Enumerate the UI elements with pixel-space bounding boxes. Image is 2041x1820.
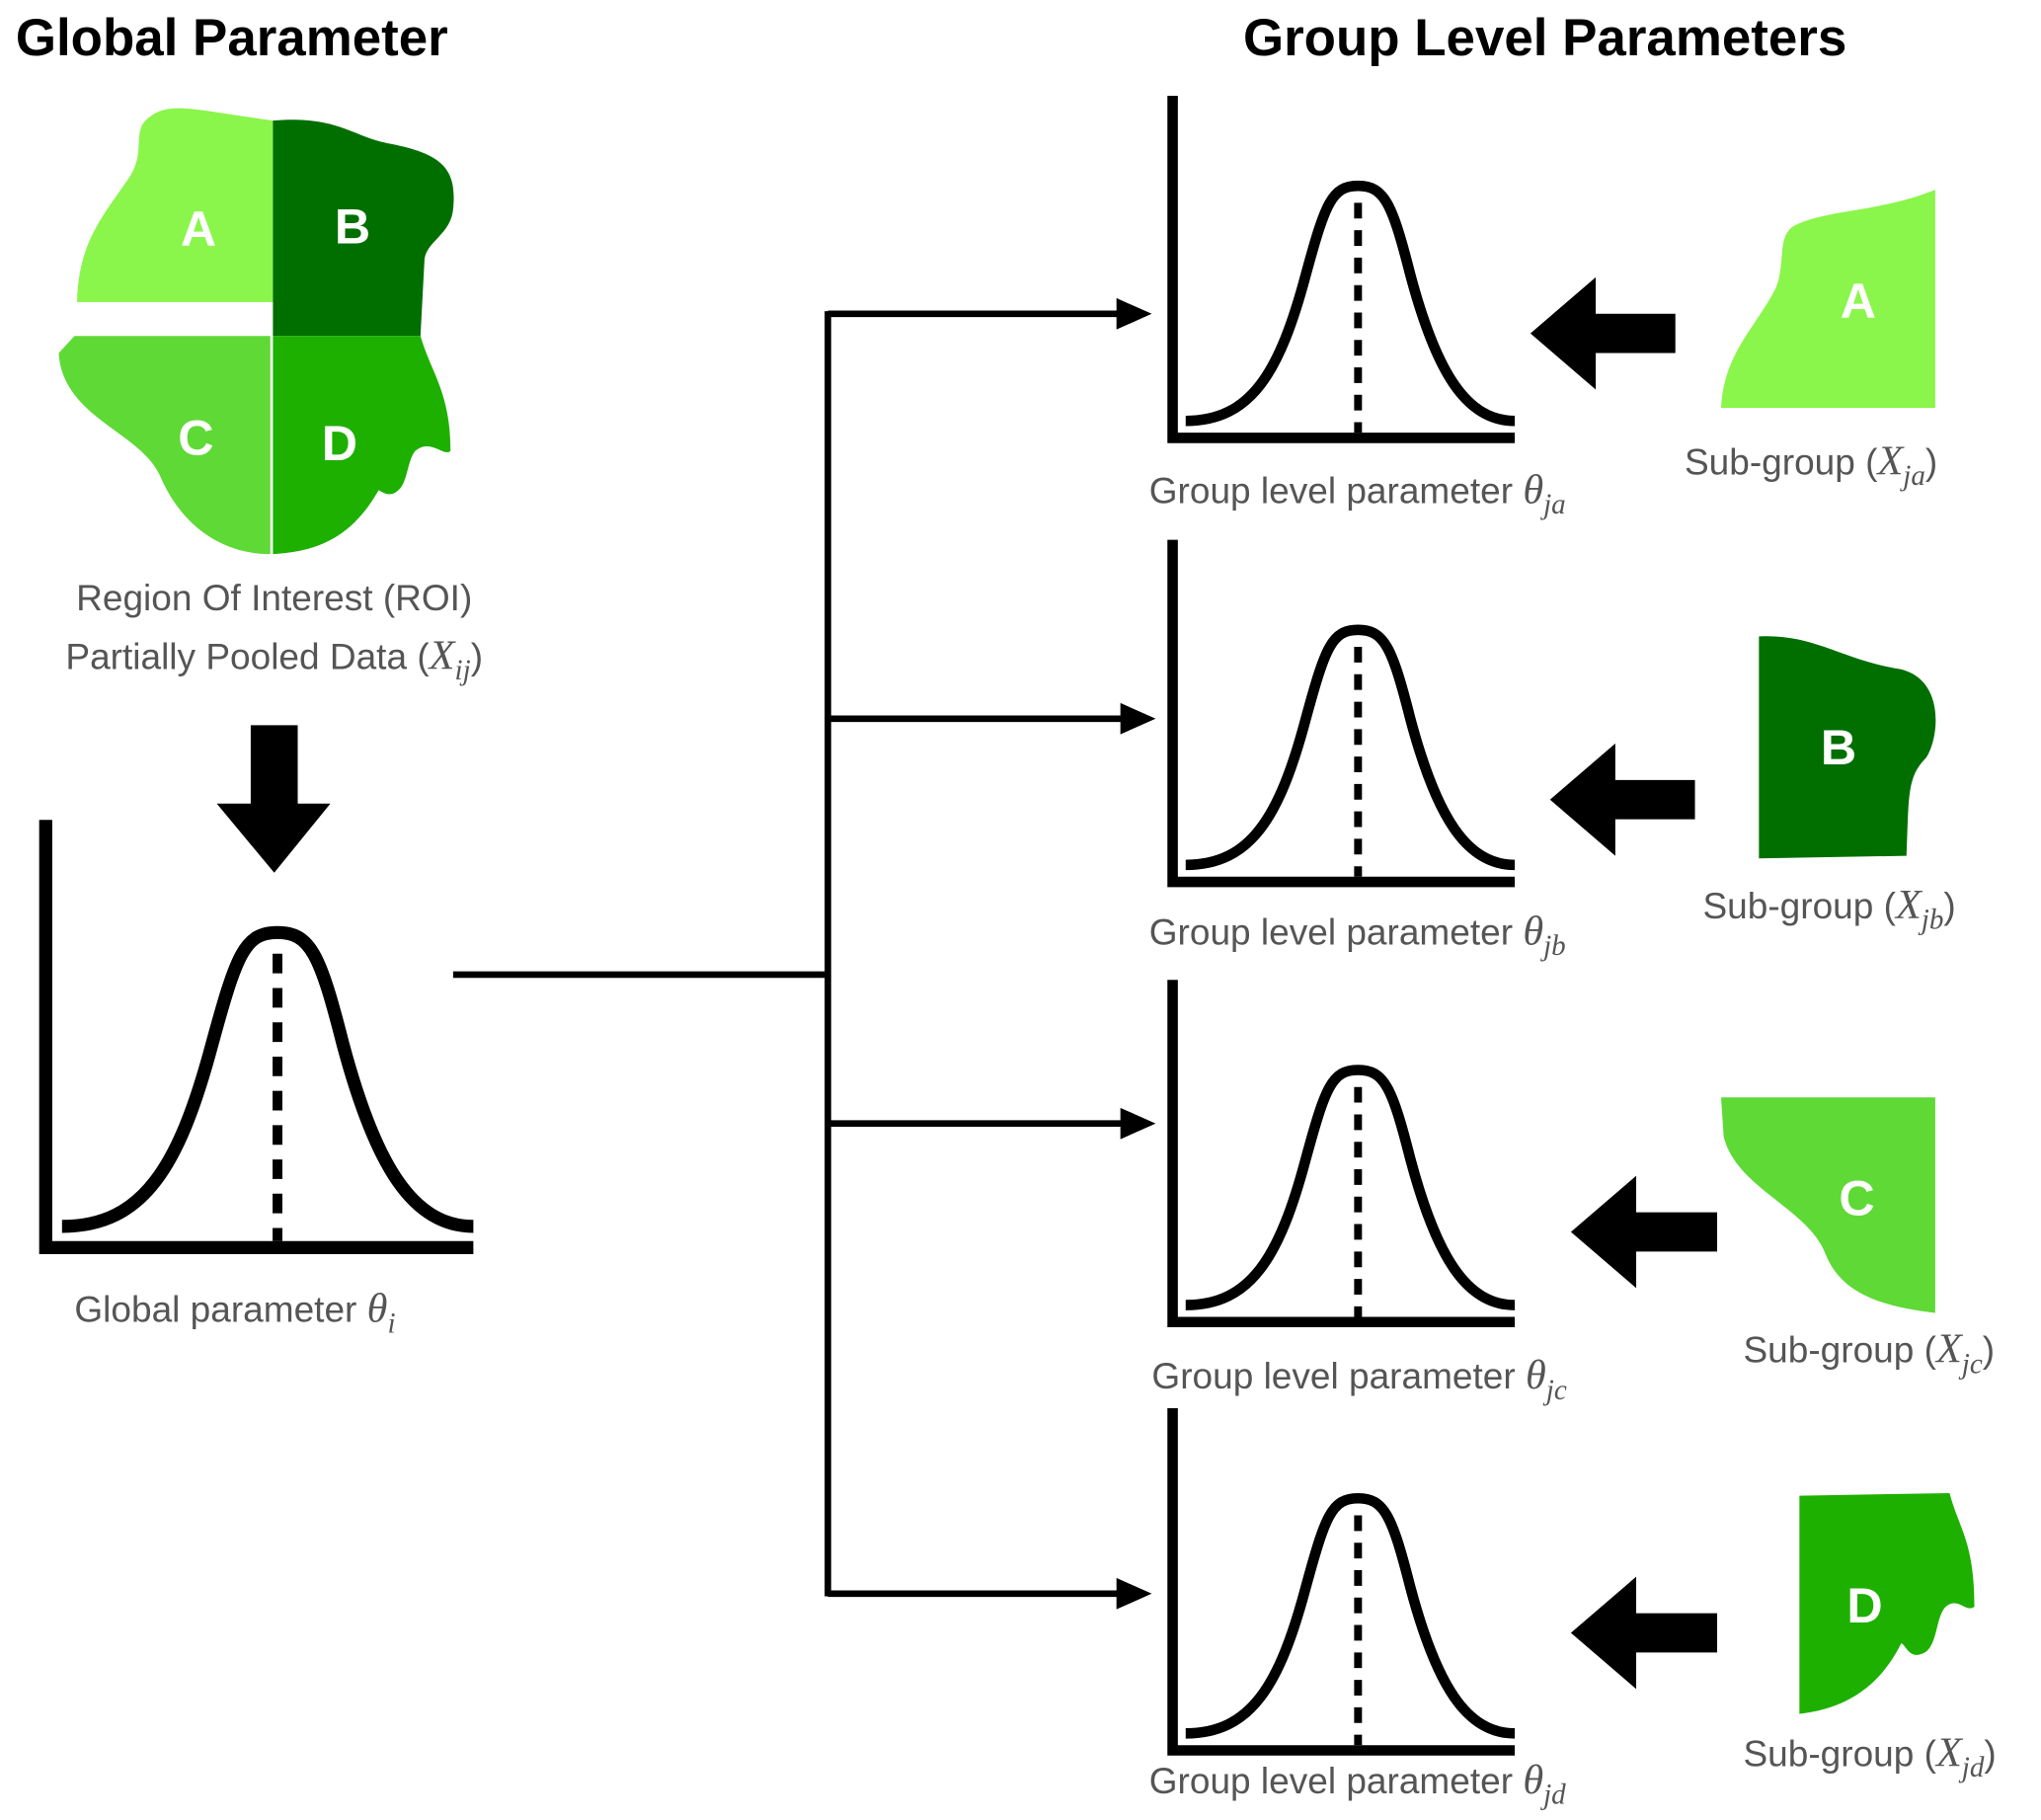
- left-arrow-icon: [1570, 1175, 1718, 1289]
- subgroup-a-letter: A: [1841, 274, 1876, 329]
- group-plot-a: [1173, 96, 1515, 437]
- group-plot-b: [1173, 540, 1515, 882]
- global-parameter-label: Global parameter θi: [74, 1286, 395, 1340]
- subgroup-d-shape: [1799, 1492, 1975, 1714]
- connector-tree: [452, 297, 1156, 1610]
- down-arrow-icon: [216, 725, 331, 873]
- group-parameter-label-d: Group level parameter θjd: [1149, 1757, 1566, 1811]
- group-plot-c: [1173, 980, 1515, 1321]
- roi-label-d: D: [322, 416, 357, 471]
- left-arrow-icon: [1530, 277, 1676, 390]
- subgroup-label-b: Sub-group (Xjb): [1702, 882, 1955, 936]
- global-parameter-title: Global Parameter: [16, 9, 448, 67]
- group-plot-d: [1173, 1408, 1515, 1750]
- left-arrow-icon: [1570, 1576, 1718, 1690]
- subgroup-c-shape: [1720, 1097, 1935, 1313]
- group-parameter-label-c: Group level parameter θjc: [1151, 1352, 1566, 1406]
- subgroup-b-shape: [1759, 636, 1936, 859]
- group-parameter-label-b: Group level parameter θjb: [1149, 909, 1566, 963]
- roi-caption: Region Of Interest (ROI): [76, 577, 472, 618]
- roi-region-a: [77, 108, 274, 302]
- subgroup-d-letter: D: [1846, 1578, 1882, 1633]
- group-level-parameters-title: Group Level Parameters: [1243, 9, 1846, 67]
- roi-label-a: A: [181, 201, 216, 257]
- group-parameter-label-a: Group level parameter θja: [1149, 467, 1566, 521]
- subgroup-b-letter: B: [1821, 720, 1856, 775]
- roi-region-c: [58, 336, 271, 555]
- roi-label-c: C: [178, 411, 213, 466]
- subgroup-c-letter: C: [1839, 1170, 1874, 1226]
- subgroup-label-a: Sub-group (Xja): [1685, 437, 1937, 492]
- roi-region-d: [273, 336, 451, 555]
- roi-map: A B C D: [58, 108, 454, 555]
- subgroup-label-d: Sub-group (Xjd): [1743, 1729, 1996, 1783]
- subgroup-label-c: Sub-group (Xjc): [1743, 1326, 1995, 1381]
- roi-region-b: [273, 119, 454, 337]
- pooled-data-caption: Partially Pooled Data (Xij): [65, 633, 483, 687]
- left-arrow-icon: [1549, 743, 1695, 856]
- roi-label-b: B: [335, 198, 370, 254]
- global-distribution-plot: [45, 820, 473, 1247]
- subgroup-a-shape: [1720, 190, 1935, 409]
